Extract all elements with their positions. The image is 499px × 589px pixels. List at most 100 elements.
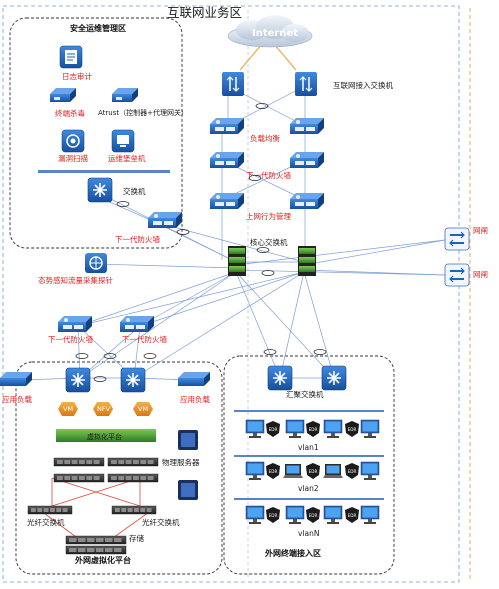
edr-icon: EDR [266, 421, 280, 437]
antivirus-label: 终端杀毒 [55, 109, 85, 118]
mgmt-zone-box [9, 17, 183, 249]
mgmt-switch-icon [87, 177, 113, 203]
vlan1-label: vlan1 [298, 443, 319, 452]
left-firewall-2-icon [120, 316, 154, 332]
virt-switch-2-icon [120, 367, 146, 393]
vm-2-label: VM [138, 405, 149, 413]
terminal-pc-icon [360, 505, 380, 524]
zone-title: 互联网业务区 [167, 5, 243, 20]
access-switch-1-icon [222, 72, 244, 96]
bastion-label: 运维堡垒机 [108, 154, 146, 163]
edr-icon: EDR [345, 421, 359, 437]
left-firewall-1-label: 下一代防火墙 [48, 335, 93, 344]
term-zone-title: 外网终端接入区 [265, 549, 321, 558]
vlanN-label: vlanN [298, 529, 320, 538]
vlan-divider [234, 410, 384, 412]
terminal-pc-icon [245, 461, 265, 480]
virt-platform-bar [56, 429, 156, 442]
core-firewall-1-icon [210, 152, 244, 168]
core-firewall-2-icon [290, 152, 324, 168]
virt-zone-title: 外网虚拟化平台 [75, 556, 131, 565]
probe-icon [85, 253, 107, 273]
access-switch-2-icon [295, 72, 317, 96]
log-audit-icon [59, 45, 83, 69]
edr-label: EDR [348, 469, 357, 474]
atrust-device-icon [112, 88, 138, 102]
gatekeeper-1-icon [444, 227, 470, 251]
internet-label: Internet [252, 28, 299, 39]
access-switch-label: 互联网接入交换机 [333, 81, 393, 90]
fiber-switch-2-icon [111, 505, 157, 515]
storage-links [39, 477, 153, 541]
edr-label: EDR [309, 469, 318, 474]
virt-zone-box [15, 361, 223, 575]
physical-server-1-icon [53, 457, 105, 467]
terminal-pc-icon [245, 505, 265, 524]
gatekeeper-1-label: 网闸 [473, 226, 488, 235]
atrust-label: Atrust（控制器+代理网关） [98, 109, 188, 117]
terminal-pc-icon [360, 419, 380, 438]
edr-label: EDR [309, 513, 318, 518]
edr-icon: EDR [266, 463, 280, 479]
left-firewall-2-label: 下一代防火墙 [122, 335, 167, 344]
agg-switch-1-icon [267, 365, 293, 391]
edr-label: EDR [269, 513, 278, 518]
edr-label: EDR [269, 469, 278, 474]
edr-label: EDR [269, 427, 278, 432]
edr-icon: EDR [306, 421, 320, 437]
mgmt-switch-label: 交换机 [123, 187, 146, 196]
internet-zone-border [2, 5, 460, 583]
load-balance-label: 负载均衡 [250, 134, 280, 143]
vlan-divider [234, 498, 384, 500]
vm-1-label: VM [63, 405, 74, 413]
bastion-icon [111, 129, 135, 153]
vlan2-label: vlan2 [298, 484, 319, 493]
link-aggregation-marks [75, 103, 327, 382]
gatekeeper-2-icon [444, 263, 470, 287]
core-firewall-label: 下一代防火墙 [246, 171, 291, 180]
agg-switch-2-icon [321, 365, 347, 391]
vlan-divider [234, 455, 384, 457]
physical-server-cabinet-2-icon [178, 480, 198, 500]
fiber-switch-2-label: 光纤交换机 [142, 518, 180, 527]
nfv-icon [93, 402, 113, 416]
nfv-label: NFV [97, 405, 111, 413]
core-switch-label: 核心交换机 [250, 238, 288, 247]
core-switch-1-icon [228, 246, 246, 276]
terminal-zone-box [223, 355, 395, 575]
vm-2-icon [133, 402, 153, 416]
mgmt-zone-title: 安全运维管理区 [70, 24, 126, 33]
internet-cloud [227, 15, 313, 48]
behavior-mgmt-1-icon [210, 193, 244, 209]
gatekeeper-2-label: 网闸 [473, 270, 488, 279]
physical-server-4-icon [107, 473, 159, 483]
internet-uplinks [239, 43, 297, 71]
physical-server-cabinet-icon [178, 430, 198, 450]
app-load-1-label: 应用负载 [2, 395, 32, 404]
edr-icon: EDR [306, 507, 320, 523]
fiber-switch-1-icon [27, 505, 73, 515]
antivirus-device-icon [50, 88, 76, 102]
terminal-pc-icon [285, 505, 305, 524]
physical-server-label: 物理服务器 [162, 458, 200, 467]
terminal-pc-icon [323, 419, 343, 438]
probe-label: 态势感知流量采集探针 [38, 276, 113, 285]
physical-server-2-icon [107, 457, 159, 467]
storage-icon-bottom [65, 545, 127, 555]
terminal-laptop-icon [283, 464, 303, 478]
edr-icon: EDR [345, 507, 359, 523]
mgmt-firewall-icon [148, 212, 182, 228]
storage-label: 存储 [129, 534, 144, 543]
physical-server-3-icon [53, 473, 105, 483]
terminal-pc-icon [245, 419, 265, 438]
app-load-2-label: 应用负载 [180, 395, 210, 404]
vuln-scan-label: 漏洞扫描 [58, 154, 88, 163]
terminal-pc-icon [285, 419, 305, 438]
core-switch-2-icon [298, 246, 316, 276]
mgmt-firewall-label: 下一代防火墙 [115, 235, 160, 244]
edr-label: EDR [348, 427, 357, 432]
vm-1-icon [58, 402, 78, 416]
edr-label: EDR [309, 427, 318, 432]
virt-switch-1-icon [65, 367, 91, 393]
